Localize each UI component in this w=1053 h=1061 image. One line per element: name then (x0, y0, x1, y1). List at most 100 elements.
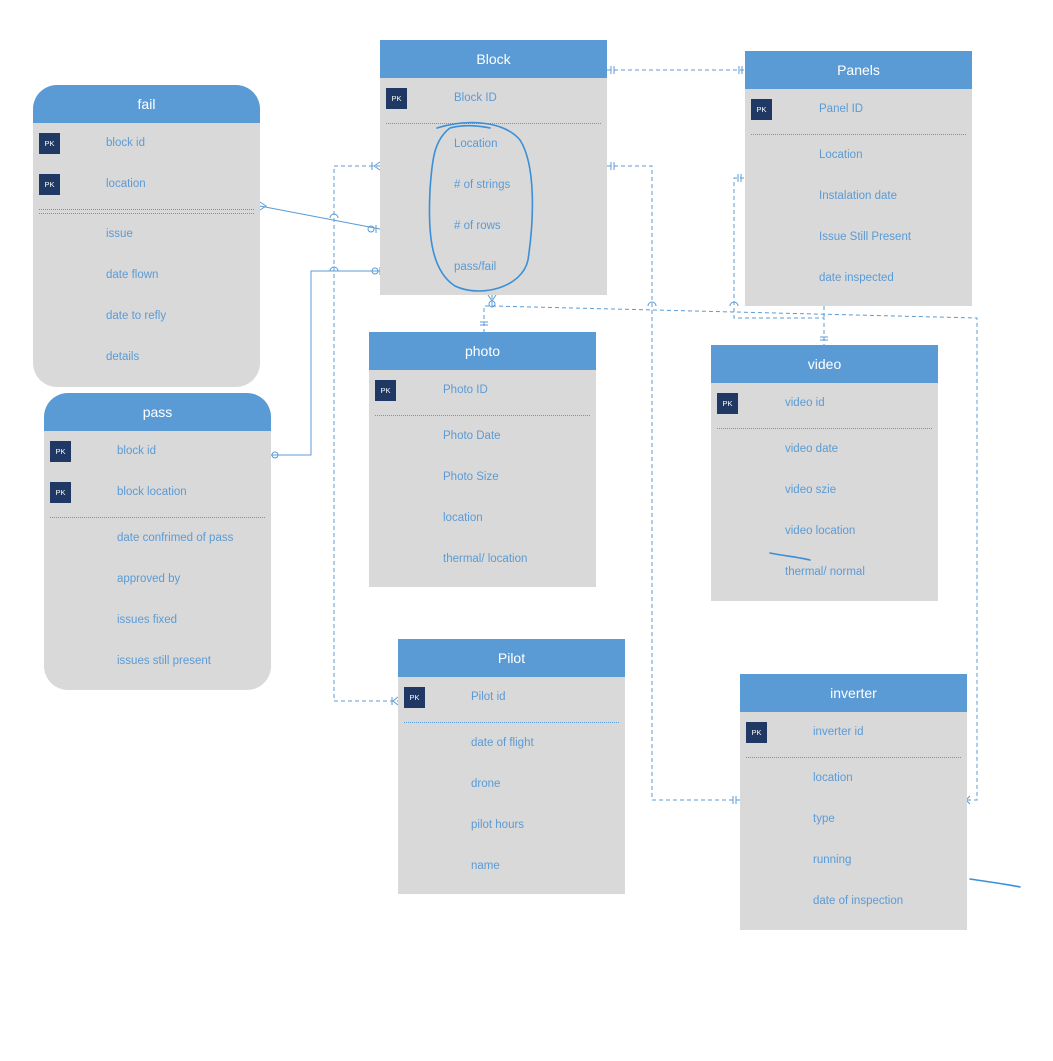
fail-field-row: issue (33, 214, 260, 255)
photo-field-row: Photo Size (369, 457, 596, 498)
entity-fail: fail PK block id PK location issue date … (33, 85, 260, 387)
field-label: Instalation date (819, 190, 898, 202)
entity-block-title: Block (380, 40, 607, 78)
pilot-field-row: pilot hours (398, 805, 625, 846)
entity-photo-title: photo (369, 332, 596, 370)
field-label: date of inspection (813, 895, 904, 907)
pass-pk-row: PK block id (44, 431, 271, 472)
entity-pass: pass PK block id PK block location date … (44, 393, 271, 690)
field-label: Photo Date (443, 430, 501, 442)
block-field-row: # of strings (380, 165, 607, 206)
field-label: block location (117, 486, 187, 498)
field-label: inverter id (813, 726, 864, 738)
fail-pk-row: PK block id (33, 123, 260, 164)
pk-badge: PK (717, 393, 738, 414)
pass-field-row: date confrimed of pass (44, 518, 271, 559)
block-field-row: # of rows (380, 206, 607, 247)
field-label: drone (471, 778, 501, 790)
connector-block-inverter (607, 165, 740, 801)
entity-inverter: inverter PK inverter id location type ru… (740, 674, 967, 930)
fail-pk-row: PK location (33, 164, 260, 205)
entity-block: Block PK Block ID Location # of strings … (380, 40, 607, 295)
entity-pilot: Pilot PK Pilot id date of flight drone p… (398, 639, 625, 894)
connector-block-photo (483, 295, 493, 333)
inverter-field-row: type (740, 799, 967, 840)
divider (751, 134, 966, 135)
photo-field-row: location (369, 498, 596, 539)
field-label: issues still present (117, 655, 211, 667)
field-label: pilot hours (471, 819, 525, 831)
photo-field-row: Photo Date (369, 416, 596, 457)
field-label: running (813, 854, 852, 866)
entity-fail-title: fail (33, 85, 260, 123)
pass-field-row: issues still present (44, 641, 271, 682)
field-label: location (106, 178, 146, 190)
field-label: Photo ID (443, 384, 488, 396)
video-field-row: video szie (711, 470, 938, 511)
video-field-row: thermal/ normal (711, 552, 938, 593)
block-id-field: Block ID (454, 92, 497, 104)
pk-badge: PK (50, 441, 71, 462)
divider (717, 428, 932, 429)
pk-badge: PK (751, 99, 772, 120)
block-field-row: Location (380, 124, 607, 165)
field-label: issues fixed (117, 614, 178, 626)
pk-badge: PK (39, 133, 60, 154)
inverter-pk-row: PK inverter id (740, 712, 967, 753)
divider (746, 757, 961, 758)
panels-field-row: Location (745, 135, 972, 176)
pilot-field-row: drone (398, 764, 625, 805)
field-label: thermal/ normal (785, 566, 865, 578)
pk-badge: PK (50, 482, 71, 503)
inverter-field-row: running (740, 840, 967, 881)
pass-field-row: approved by (44, 559, 271, 600)
divider (404, 722, 619, 723)
field-label: Location (454, 138, 498, 150)
block-pk-row: PK Block ID (380, 78, 607, 119)
connector-pass-block (271, 270, 380, 456)
field-label: date to refly (106, 310, 167, 322)
pk-badge: PK (39, 174, 60, 195)
entity-pass-title: pass (44, 393, 271, 431)
field-label: date flown (106, 269, 159, 281)
field-label: type (813, 813, 835, 825)
connector-block-pilot (333, 165, 398, 702)
field-label: Photo Size (443, 471, 499, 483)
entity-panels: Panels PK Panel ID Location Instalation … (745, 51, 972, 306)
pk-badge: PK (404, 687, 425, 708)
field-label: Pilot id (471, 691, 506, 703)
fail-field-row: details (33, 337, 260, 378)
field-label: location (813, 772, 853, 784)
field-label: block id (117, 445, 156, 457)
field-label: video id (785, 397, 825, 409)
divider (39, 209, 254, 214)
panels-field-row: date inspected (745, 258, 972, 299)
field-label: # of strings (454, 179, 511, 191)
field-label: video location (785, 525, 856, 537)
field-label: Issue Still Present (819, 231, 912, 243)
pilot-field-row: name (398, 846, 625, 887)
video-field-row: video date (711, 429, 938, 470)
pk-badge: PK (746, 722, 767, 743)
entity-video-title: video (711, 345, 938, 383)
field-label: video szie (785, 484, 837, 496)
entity-panels-title: Panels (745, 51, 972, 89)
field-label: date confrimed of pass (117, 532, 234, 544)
entity-video: video PK video id video date video szie … (711, 345, 938, 601)
video-field-row: video location (711, 511, 938, 552)
pass-pk-row: PK block location (44, 472, 271, 513)
panels-field-row: Instalation date (745, 176, 972, 217)
inverter-field-row: date of inspection (740, 881, 967, 922)
entity-inverter-title: inverter (740, 674, 967, 712)
field-label: approved by (117, 573, 181, 585)
photo-field-row: thermal/ location (369, 539, 596, 580)
field-label: location (443, 512, 483, 524)
block-field-row: pass/fail (380, 247, 607, 288)
fail-field-row: date to refly (33, 296, 260, 337)
field-label: # of rows (454, 220, 501, 232)
panel-id-field: Panel ID (819, 103, 864, 115)
fail-field-row: date flown (33, 255, 260, 296)
field-label: thermal/ location (443, 553, 528, 565)
field-label: block id (106, 137, 145, 149)
